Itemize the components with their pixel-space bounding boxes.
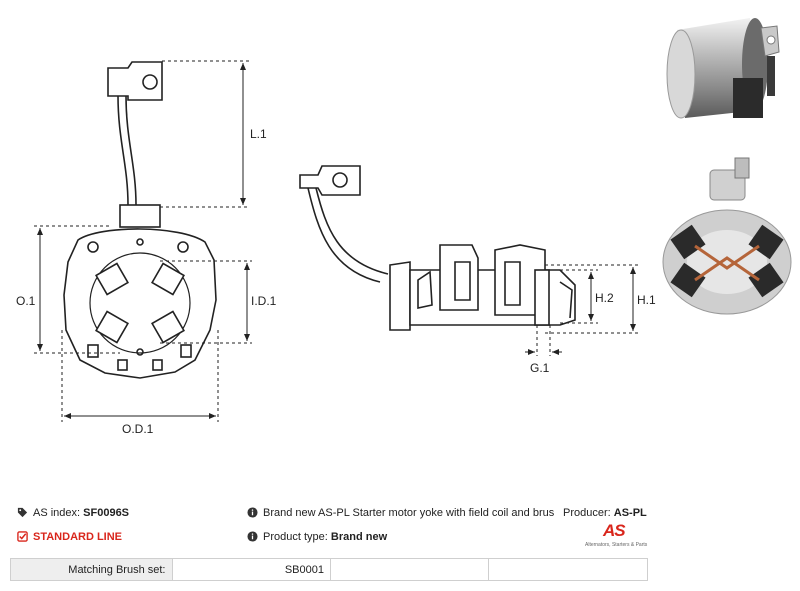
product-photo-brush-plate <box>662 157 792 315</box>
matching-label: Matching Brush set: <box>10 558 173 581</box>
as-index-row: AS index: SF0096S <box>17 507 129 519</box>
side-view-brush-plate <box>299 165 576 331</box>
description-text: Brand new AS-PL Starter motor yoke with … <box>263 507 555 519</box>
as-pl-logo: AS Alternators, Starters & Parts <box>585 521 649 551</box>
matching-value[interactable]: SB0001 <box>171 558 331 581</box>
label-h2: H.2 <box>595 291 614 305</box>
tag-icon <box>17 507 28 518</box>
label-od1: O.D.1 <box>122 422 154 436</box>
table-row: Matching Brush set: SB0001 <box>10 558 648 581</box>
standard-line-row: STANDARD LINE <box>17 531 122 543</box>
matching-brush-set-table: Matching Brush set: SB0001 <box>10 558 648 581</box>
producer-value: AS-PL <box>613 507 647 519</box>
label-l1: L.1 <box>250 127 267 141</box>
front-view-dimensions <box>34 60 252 422</box>
side-view-dimensions <box>525 264 640 356</box>
as-index-value: SF0096S <box>83 507 130 519</box>
label-g1: G.1 <box>530 361 550 375</box>
empty-cell <box>488 558 648 581</box>
product-type-row: Product type: Brand new <box>247 531 387 543</box>
as-index-label: AS index: <box>33 507 81 519</box>
producer-row: Producer: AS-PL <box>563 507 647 519</box>
logo-tagline: Alternators, Starters & Parts <box>585 542 648 548</box>
info-icon <box>247 531 258 542</box>
product-type-value: Brand new <box>330 531 388 543</box>
producer-label: Producer: <box>563 507 611 519</box>
standard-line-label: STANDARD LINE <box>33 531 123 543</box>
product-photo-yoke <box>666 18 780 119</box>
checkbox-icon <box>17 531 28 542</box>
empty-cell <box>329 558 490 581</box>
technical-drawing: L.1 O.1 I.D.1 O.D.1 H.1 H.2 G.1 <box>16 60 656 436</box>
label-h1: H.1 <box>637 293 656 307</box>
product-type-label: Product type: <box>263 531 328 543</box>
info-icon <box>247 507 258 518</box>
logo-mark: AS <box>603 521 626 540</box>
description-row: Brand new AS-PL Starter motor yoke with … <box>247 507 554 519</box>
label-o1: O.1 <box>16 294 36 308</box>
label-id1: I.D.1 <box>251 294 277 308</box>
front-view-brush-plate <box>63 61 217 379</box>
